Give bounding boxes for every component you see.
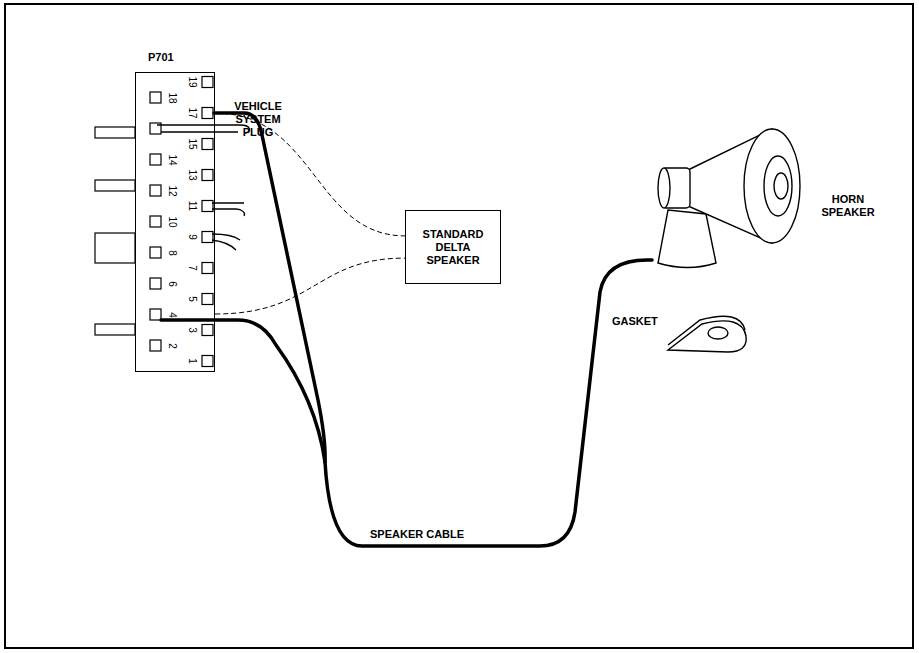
box-label: STANDARD DELTA SPEAKER — [406, 222, 500, 273]
pin-number: 6 — [167, 281, 177, 287]
plug-tabs — [95, 127, 135, 335]
pin-square — [202, 139, 213, 150]
pin-square — [202, 201, 213, 212]
pin-square — [150, 154, 161, 165]
pin-square — [150, 92, 161, 103]
jumper-wires — [157, 125, 250, 250]
pin-number: 3 — [187, 327, 197, 333]
cable-label: SPEAKER CABLE — [370, 528, 464, 541]
pin-number: 8 — [167, 250, 177, 256]
pin-number: 5 — [187, 296, 197, 302]
pin-number: 12 — [167, 185, 177, 196]
page-frame — [5, 4, 913, 648]
pin-square — [150, 185, 161, 196]
dashed-wire — [215, 258, 405, 314]
pin-number: 14 — [167, 154, 177, 165]
part-label: P701 — [148, 51, 174, 64]
pin-square — [150, 309, 161, 320]
pin-squares — [150, 77, 213, 367]
pin-number: 7 — [187, 265, 197, 271]
pin-number: 11 — [187, 201, 197, 211]
pin-square — [150, 247, 161, 258]
pin-number: 2 — [167, 343, 177, 349]
pin-square — [150, 216, 161, 227]
part-label: HORN SPEAKER — [808, 193, 888, 219]
pin-number: 19 — [187, 76, 197, 87]
pin-square — [150, 340, 161, 351]
pin-number: 4 — [167, 312, 177, 318]
part-label: GASKET — [612, 315, 658, 328]
pin-square — [202, 356, 213, 367]
pin-square — [202, 325, 213, 336]
speaker-box: STANDARD DELTA SPEAKER — [405, 210, 501, 284]
pin-square — [202, 77, 213, 88]
pin-number: 17 — [187, 107, 197, 118]
pin-number: 1 — [187, 358, 197, 364]
pin-square — [202, 232, 213, 243]
gasket — [668, 316, 746, 352]
pin-square — [202, 108, 213, 119]
pin-number: 9 — [187, 234, 197, 240]
pin-square — [150, 278, 161, 289]
horn-speaker — [658, 129, 800, 268]
pin-square — [202, 294, 213, 305]
pin-square — [202, 170, 213, 181]
part-label: VEHICLE SYSTEM PLUG — [222, 100, 294, 139]
pin-number: 13 — [187, 169, 197, 180]
pin-number: 15 — [187, 138, 197, 149]
pin-number: 10 — [167, 216, 177, 227]
pin-square — [202, 263, 213, 274]
speaker-cable — [161, 113, 652, 546]
pin-number: 18 — [167, 92, 177, 103]
